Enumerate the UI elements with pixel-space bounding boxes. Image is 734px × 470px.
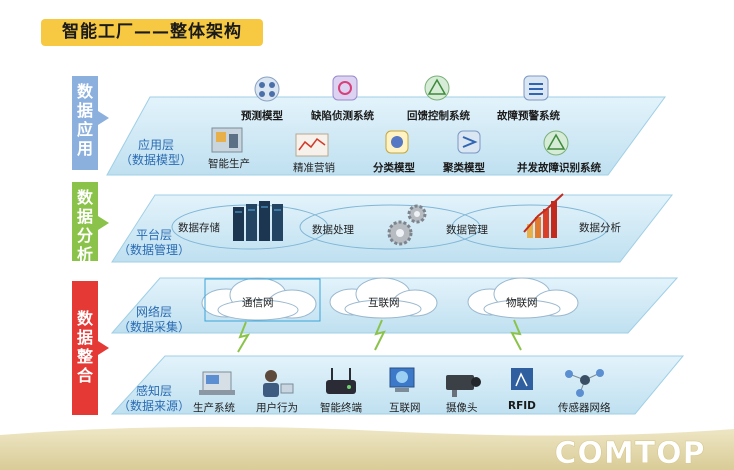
data-processing-label: 数据处理 bbox=[312, 224, 354, 236]
sensor-network-label: 传感器网络 bbox=[558, 402, 611, 414]
sidebar-arrow bbox=[98, 216, 109, 230]
fault-warning-icon bbox=[523, 75, 549, 101]
signal-bolt bbox=[374, 319, 386, 351]
fault-warning-label: 故障预警系统 bbox=[497, 110, 560, 122]
sidebar-arrow bbox=[98, 341, 109, 355]
prediction-model-label: 预测模型 bbox=[241, 110, 283, 122]
company-logo: COMTOP bbox=[554, 436, 705, 470]
marketing-label: 精准营销 bbox=[293, 162, 335, 174]
feedback-control-label: 回馈控制系统 bbox=[407, 110, 470, 122]
platform-ring bbox=[299, 204, 481, 250]
smart-terminal-label: 智能终端 bbox=[320, 402, 362, 414]
defect-detection-label: 缺陷侦测系统 bbox=[311, 110, 374, 122]
signal-bolt bbox=[510, 319, 522, 351]
clustering-model-icon bbox=[457, 130, 481, 154]
sidebar-data-analysis: 数据分析 bbox=[72, 182, 98, 264]
telecom-highlight-box bbox=[204, 278, 321, 322]
sensor-network-icon bbox=[565, 369, 604, 397]
iot-network-label: 物联网 bbox=[506, 297, 538, 309]
data-analysis-label: 数据分析 bbox=[579, 222, 621, 234]
complex-fault-label: 并发故障识别系统 bbox=[517, 162, 601, 174]
marketing-icon bbox=[295, 133, 329, 157]
platform-ring bbox=[451, 204, 609, 250]
classification-model-icon bbox=[385, 130, 409, 154]
smart-production-icon bbox=[211, 127, 243, 153]
internet-device-icon bbox=[389, 367, 415, 392]
sidebar-arrow bbox=[98, 111, 109, 125]
production-system-icon bbox=[199, 371, 235, 395]
page-title: 智能工厂——整体架构 bbox=[41, 19, 263, 46]
internet-source-label: 互联网 bbox=[389, 402, 421, 414]
cloud-internet bbox=[329, 277, 438, 319]
data-storage-label: 数据存储 bbox=[178, 222, 220, 234]
smart-production-label: 智能生产 bbox=[208, 158, 250, 170]
defect-detection-icon bbox=[332, 75, 358, 101]
user-behavior-label: 用户行为 bbox=[256, 402, 298, 414]
bar-chart-icon bbox=[523, 193, 564, 238]
application-layer-label: 应用层（数据模型） bbox=[119, 138, 192, 167]
footer-band: COMTOP bbox=[0, 426, 734, 470]
telecom-network-label: 通信网 bbox=[242, 297, 274, 309]
platform-layer-label: 平台层（数据管理） bbox=[117, 228, 190, 257]
smart-terminal-icon bbox=[326, 368, 356, 394]
rfid-icon bbox=[511, 368, 533, 390]
classification-model-label: 分类模型 bbox=[373, 162, 415, 174]
cloud-iot bbox=[467, 277, 579, 319]
gears-icon bbox=[387, 204, 427, 246]
perception-layer-label: 感知层（数据来源） bbox=[117, 384, 190, 413]
server-rack-icon bbox=[233, 201, 283, 241]
feedback-control-icon bbox=[424, 75, 450, 101]
data-management-label: 数据管理 bbox=[446, 224, 488, 236]
clustering-model-label: 聚类模型 bbox=[443, 162, 485, 174]
prediction-model-icon bbox=[254, 76, 280, 102]
rfid-label: RFID bbox=[508, 400, 536, 412]
sidebar-data-application: 数据应用 bbox=[72, 76, 98, 170]
internet-network-label: 互联网 bbox=[368, 297, 400, 309]
cloud-telecom bbox=[201, 277, 317, 321]
sidebar-data-integration: 数据整合 bbox=[72, 281, 98, 415]
complex-fault-icon bbox=[543, 130, 569, 156]
signal-bolt bbox=[237, 321, 251, 353]
camera-label: 摄像头 bbox=[446, 402, 478, 414]
camera-icon bbox=[446, 375, 481, 397]
production-system-label: 生产系统 bbox=[193, 402, 235, 414]
user-behavior-icon bbox=[263, 370, 294, 397]
network-layer-label: 网络层（数据采集） bbox=[117, 305, 190, 334]
